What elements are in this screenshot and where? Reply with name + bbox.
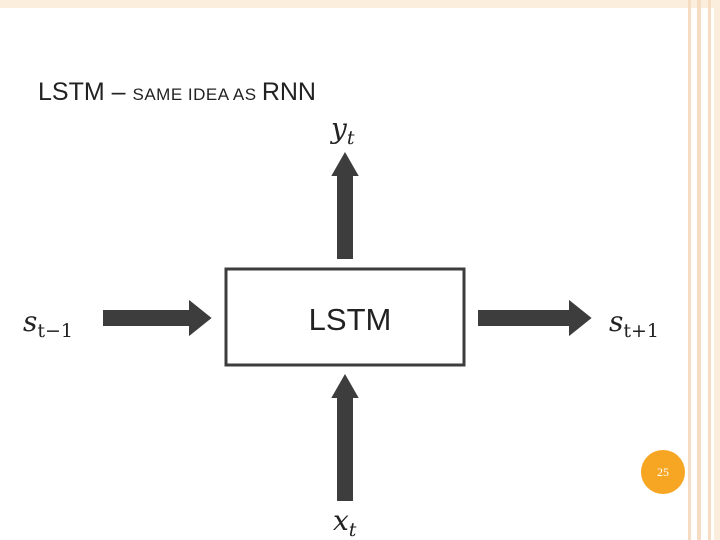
next-state-label-base: s [609,305,623,338]
output-label: yt [329,112,355,149]
input-label-base: x [333,504,349,537]
lstm-box [224,267,466,367]
next-state-label-sub: t+1 [623,320,659,342]
right-border-line [688,0,691,540]
output-label-base: y [329,112,348,145]
prev-state-label-base: s [23,305,37,338]
right-border-line [697,0,701,540]
lstm-box-label: LSTM [309,302,392,337]
page-number-badge: 25 [641,450,685,494]
top-border-decoration [0,0,720,8]
title-part-same-idea: SAME IDEA AS [132,85,262,104]
output-label-sub: t [347,127,355,149]
right-border-line [714,0,720,540]
next-state-label: st+1 [609,305,659,342]
input-arrow [331,373,359,501]
title-part-lstm: LSTM – [38,78,133,106]
slide-title: LSTM – SAME IDEA AS RNN [38,78,316,107]
right-border-line [708,0,711,540]
input-label-sub: t [349,519,357,540]
prev-state-arrow [103,299,212,337]
prev-state-label-sub: t−1 [37,320,73,342]
output-arrow [331,151,359,259]
next-state-arrow [478,299,592,337]
prev-state-label: st−1 [23,305,73,342]
title-part-rnn: RNN [261,78,316,106]
input-label: xt [333,504,357,540]
